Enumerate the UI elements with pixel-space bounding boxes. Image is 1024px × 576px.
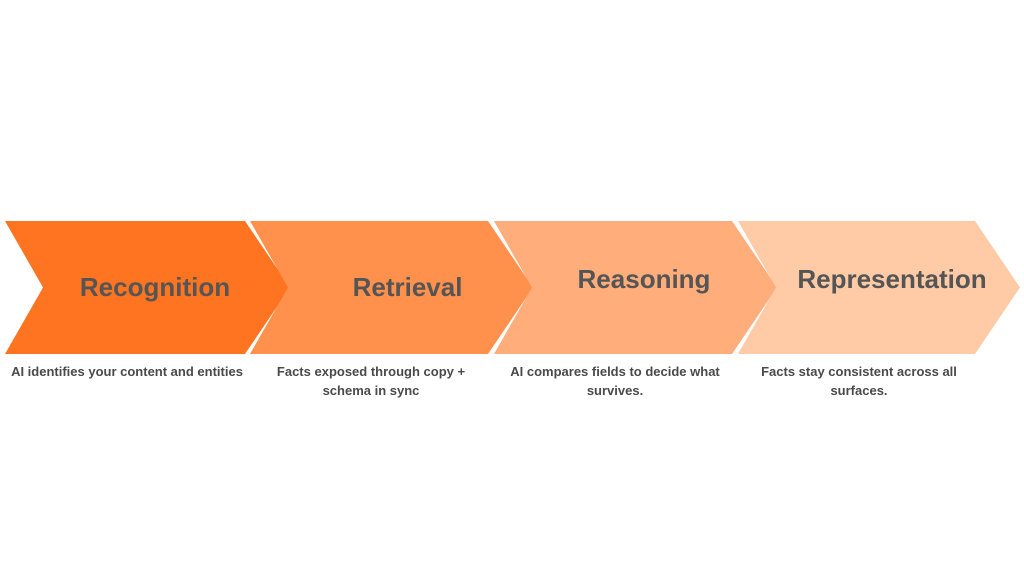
chevron-shape (738, 221, 1020, 354)
chevron-shape (250, 221, 533, 354)
step-description: AI compares fields to decide what surviv… (510, 364, 720, 398)
chevron-shape (5, 221, 290, 354)
step-retrieval-arrow: Retrieval (250, 221, 533, 354)
chevron-fill (738, 221, 1020, 354)
step-description: Facts stay consistent across all surface… (761, 364, 957, 398)
chevron-fill (5, 221, 290, 354)
step-title: Reasoning (577, 264, 711, 295)
step-representation-arrow: Representation (738, 221, 1020, 354)
step-title: Representation (797, 264, 987, 295)
step-description: Facts exposed through copy + schema in s… (276, 364, 466, 398)
step-title: Recognition (79, 272, 231, 302)
step-title: Retrieval (352, 272, 463, 302)
chevron-fill (250, 221, 533, 354)
chevron-shape (494, 221, 777, 354)
step-recognition-arrow: Recognition (5, 221, 290, 354)
chevron-fill (494, 221, 777, 354)
step-reasoning-arrow: Reasoning (494, 221, 777, 354)
step-description: AI identifies your content and entities (11, 364, 243, 379)
